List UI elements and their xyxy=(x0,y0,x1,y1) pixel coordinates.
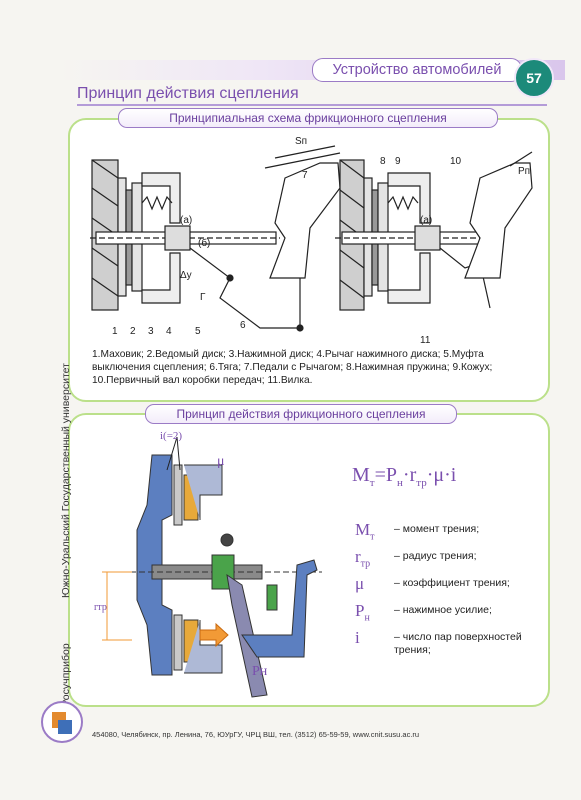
label-11: 11 xyxy=(420,335,431,346)
label-gamma: Г xyxy=(200,292,206,303)
label-10: 10 xyxy=(450,156,462,167)
label-9: 9 xyxy=(395,156,401,167)
side-university: Южно-Уральский Государственный университ… xyxy=(60,363,72,598)
spring-left xyxy=(141,195,173,211)
pedal-arm xyxy=(241,559,318,658)
cover-top xyxy=(184,464,223,520)
page-number: 57 xyxy=(514,58,554,98)
footer-address: 454080, Челябинск, пр. Ленина, 76, ЮУрГУ… xyxy=(92,730,420,739)
mu-label: μ xyxy=(217,454,225,469)
i-label: i(=2) xyxy=(160,430,182,442)
clutch-schematic-diagram: 1 2 3 4 5 6 7 8 9 10 11 Sп Pп (а) (а) (б… xyxy=(90,136,533,346)
label-a-left: (а) xyxy=(180,215,192,226)
label-6: 6 xyxy=(240,320,246,331)
chapter-title: Устройство автомобилей xyxy=(312,58,522,82)
pn-label: Pн xyxy=(252,664,268,679)
definition-item: Pн – нажимное усилие; xyxy=(355,601,492,624)
label-8: 8 xyxy=(380,156,386,167)
pedal-right xyxy=(464,162,533,279)
label-b: (б) xyxy=(198,237,210,249)
friction-formula: Mт=Pн·rтр·μ·i xyxy=(352,464,457,489)
legend-text: 1.Маховик; 2.Ведомый диск; 3.Нажимной ди… xyxy=(92,349,493,386)
rtr-label: rтр xyxy=(94,602,107,613)
definition-item: i – число пар поверхностей трения; xyxy=(355,628,522,656)
page-title: Принцип действия сцепления xyxy=(77,85,299,102)
label-sn: Sп xyxy=(295,136,307,147)
label-4: 4 xyxy=(166,326,172,337)
label-7: 7 xyxy=(302,170,308,181)
schematic-caption: Принципиальная схема фрикционного сцепле… xyxy=(118,108,498,128)
spring-right xyxy=(387,195,419,211)
publisher-logo xyxy=(41,701,83,743)
definition-item: Mт – момент трения; xyxy=(355,520,480,543)
definition-item: μ – коэффициент трения; xyxy=(355,574,510,593)
pressure-arrow xyxy=(199,622,229,648)
clutch-disc-top xyxy=(173,464,183,526)
clutch-principle-diagram: i(=2) μ rтр Pн xyxy=(94,430,322,698)
label-pn: Pп xyxy=(518,166,530,177)
clutch-disc-bottom xyxy=(173,614,183,671)
label-3: 3 xyxy=(148,326,154,337)
label-a-right: (а) xyxy=(420,215,432,226)
label-5: 5 xyxy=(195,326,201,337)
schematic-panel xyxy=(68,118,550,402)
label-1: 1 xyxy=(112,326,118,337)
definition-item: rтр – радиус трения; xyxy=(355,547,477,570)
pedal-left xyxy=(269,162,341,279)
label-2: 2 xyxy=(130,326,136,337)
title-underline xyxy=(77,104,547,106)
label-delta: Δу xyxy=(180,270,192,281)
principle-caption: Принцип действия фрикционного сцепления xyxy=(145,404,457,424)
